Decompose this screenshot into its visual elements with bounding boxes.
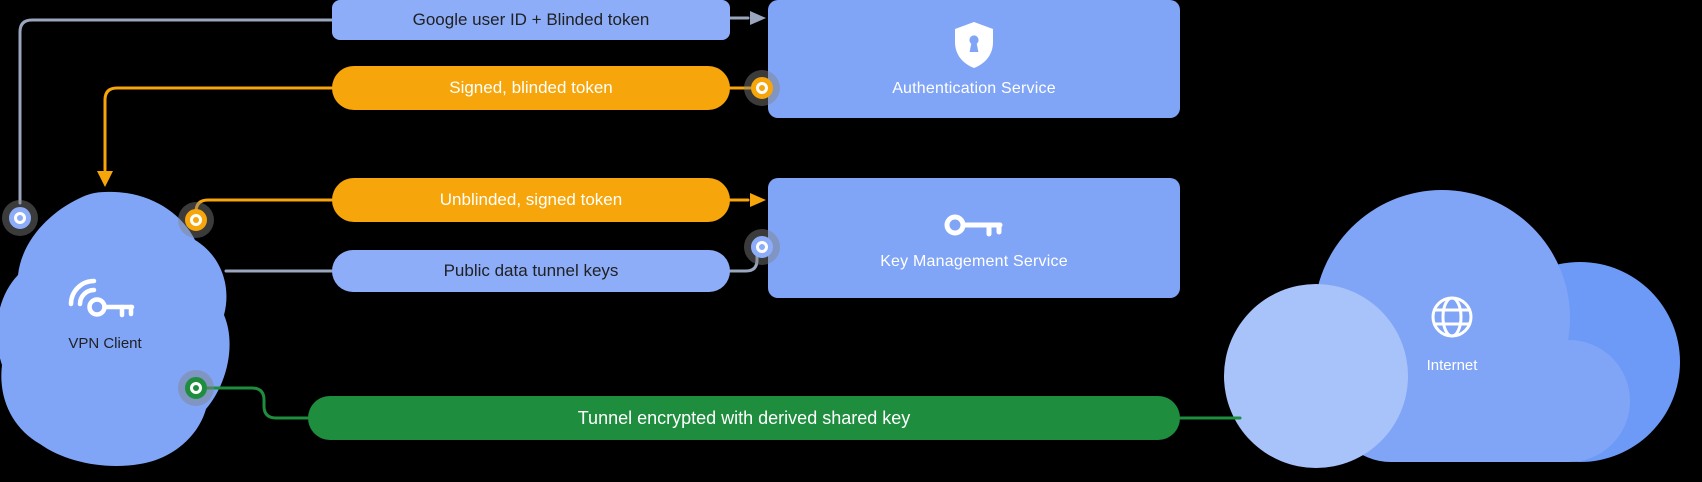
connector-dot-vpn-top	[9, 207, 31, 229]
flow-pill-signed-blinded-token: Signed, blinded token	[332, 66, 730, 110]
key-management-service-label: Key Management Service	[880, 252, 1068, 270]
connector-dot-vpn-bottom	[185, 377, 207, 399]
vpn-client-blob-shape	[0, 191, 230, 466]
internet-label: Internet	[1426, 357, 1478, 374]
key-signal-icon	[68, 278, 135, 318]
flow-pill-google-user-id: Google user ID + Blinded token	[332, 0, 730, 40]
authentication-service-node: Authentication Service	[768, 0, 1180, 118]
arrow-right-icon	[750, 11, 766, 25]
authentication-service-label: Authentication Service	[892, 79, 1056, 97]
connector-dot-vpn-right	[185, 209, 207, 231]
flow-pill-encrypted-tunnel: Tunnel encrypted with derived shared key	[308, 396, 1180, 440]
tunnel-keys-line-right	[728, 254, 759, 273]
google-id-line-left	[18, 18, 334, 205]
connector-dot-auth-service	[751, 77, 773, 99]
key-icon	[944, 214, 1003, 236]
unblinded-token-line-left	[194, 198, 334, 216]
vpn-client-node	[0, 191, 230, 466]
vpn-client-label: VPN Client	[68, 335, 142, 352]
key-management-service-node: Key Management Service	[768, 178, 1180, 298]
globe-icon	[1431, 296, 1473, 338]
arrow-right-icon	[750, 193, 766, 207]
flow-pill-unblinded-signed-token: Unblinded, signed token	[332, 178, 730, 222]
cloud-lobe-left	[1224, 284, 1408, 468]
shield-lock-icon	[955, 21, 993, 68]
flow-pill-public-tunnel-keys: Public data tunnel keys	[332, 250, 730, 292]
connector-dot-kms	[751, 236, 773, 258]
signed-token-line-left	[103, 86, 334, 172]
tunnel-line-left	[204, 386, 310, 420]
arrow-down-icon	[97, 171, 113, 187]
